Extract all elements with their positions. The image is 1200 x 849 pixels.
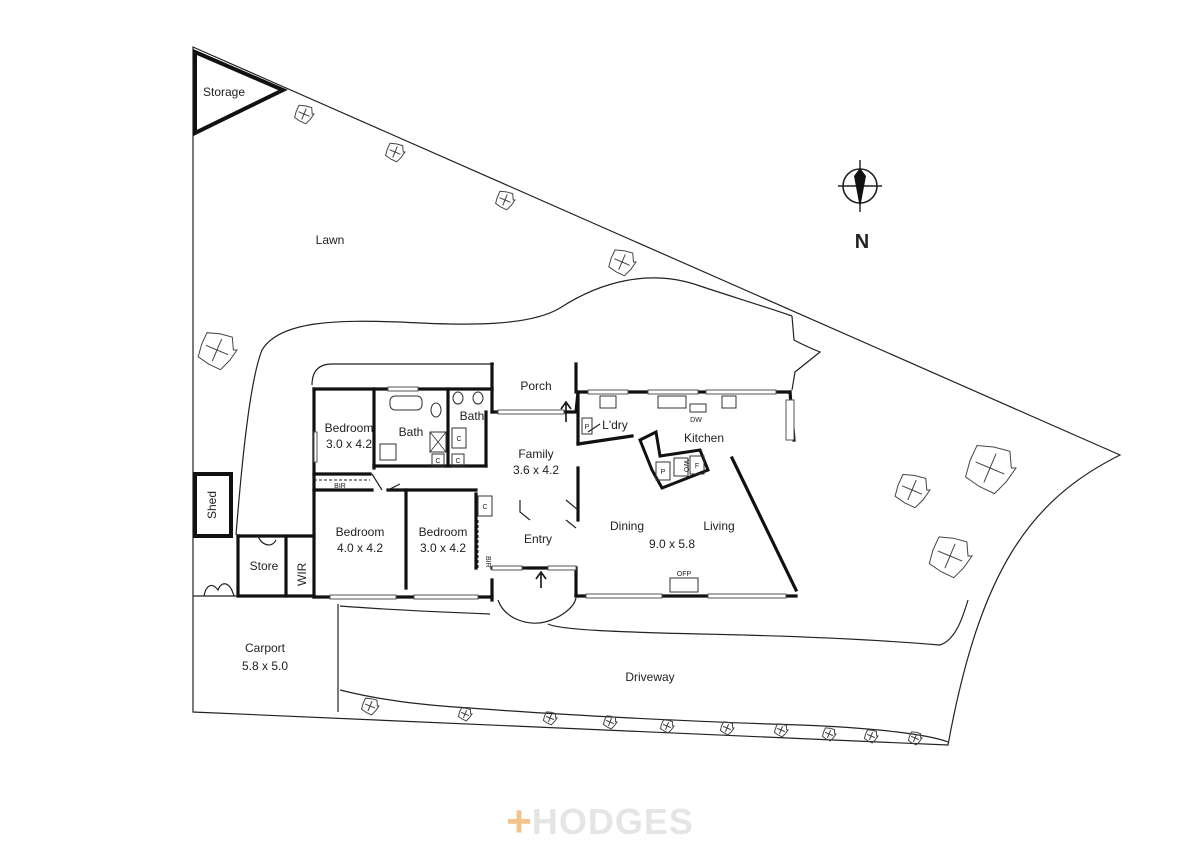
bath2-label: Bath [460,409,485,423]
ofp-label: OFP [677,571,692,578]
bir-label-1: BIR [334,483,346,490]
cupboard-label-4: C [482,504,487,511]
garden-bed-edge [235,277,793,536]
bedroom2-name: Bedroom [336,525,385,539]
tree-icon [294,104,315,125]
tree-icon [821,727,837,742]
laundry-label: L'dry [602,418,628,432]
front-path [339,605,491,615]
garden-notch [791,315,822,391]
family-cupboard [477,495,493,517]
tree-icon [608,249,637,277]
shed-label: Shed [205,491,219,519]
tree-icon [360,697,380,716]
tree-icon [385,142,406,163]
bedroom2-size: 4.0 x 4.2 [337,541,383,555]
dw-label: DW [690,417,702,424]
tree-icon [602,715,618,730]
tree-icon [907,731,923,746]
tree-icon [542,711,558,726]
cupboard-label-2: C [435,458,440,465]
dining-living-size: 9.0 x 5.8 [649,537,695,551]
porch-label: Porch [520,379,551,393]
family-size: 3.6 x 4.2 [513,463,559,477]
wir-label: WIR [295,562,309,586]
family-name: Family [518,447,553,461]
carport-size: 5.8 x 5.0 [242,659,288,673]
tree-icon [495,190,516,211]
door-swings [371,423,601,529]
cupboard-label-1: C [456,436,461,443]
shed-gate [203,583,235,597]
bedroom3-size: 3.0 x 4.2 [420,541,466,555]
bath-fixtures [379,391,484,467]
storage-label: Storage [203,85,245,99]
hodges-logo: +HODGES [0,795,1200,846]
tree-icon [928,536,973,579]
entry-porch-curve [497,597,577,624]
bedroom1-name: Bedroom [325,421,374,435]
property-boundary [192,46,1122,746]
wo-label: WO [682,460,689,473]
tree-icon [773,723,789,738]
tree-icon [863,729,879,744]
tree-icon [457,707,473,722]
carport-label: Carport [245,641,286,655]
pantry-label-2: P [661,469,666,476]
driveway-edge-top [547,599,969,646]
north-label: N [855,231,869,253]
north-arrow-icon [838,160,882,212]
bir-label-2: BIR [484,556,491,568]
shed-structure [193,472,233,538]
fridge-label: F [695,463,699,470]
kitchen-label: Kitchen [684,431,724,445]
logo-plus-icon: + [506,797,532,846]
lawn-label: Lawn [316,233,345,247]
trees [197,104,1017,746]
driveway-label: Driveway [625,670,674,684]
kitchen-fixtures [581,395,737,593]
windows [313,386,795,600]
store-label: Store [250,559,279,573]
cupboard-label-3: C [455,458,460,465]
entry-arrow-icon [535,570,547,588]
tree-icon [965,444,1017,495]
bedroom1-size: 3.0 x 4.2 [326,437,372,451]
tree-icon [894,473,931,509]
porch-arrow-icon [560,400,572,422]
logo-text: HODGES [531,801,694,842]
living-label: Living [703,519,734,533]
garden-bed-inner [311,363,494,386]
storage-structure [193,48,288,137]
dining-label: Dining [610,519,644,533]
interior-walls [284,362,634,598]
tree-icon [659,719,675,734]
tree-icon [197,332,238,371]
pantry-label-1: P [585,424,590,431]
store-door [257,535,277,546]
bath1-label: Bath [399,425,424,439]
entry-label: Entry [524,532,552,546]
tree-icon [719,721,735,736]
driveway-edge-bottom [339,689,949,743]
bedroom3-name: Bedroom [419,525,468,539]
